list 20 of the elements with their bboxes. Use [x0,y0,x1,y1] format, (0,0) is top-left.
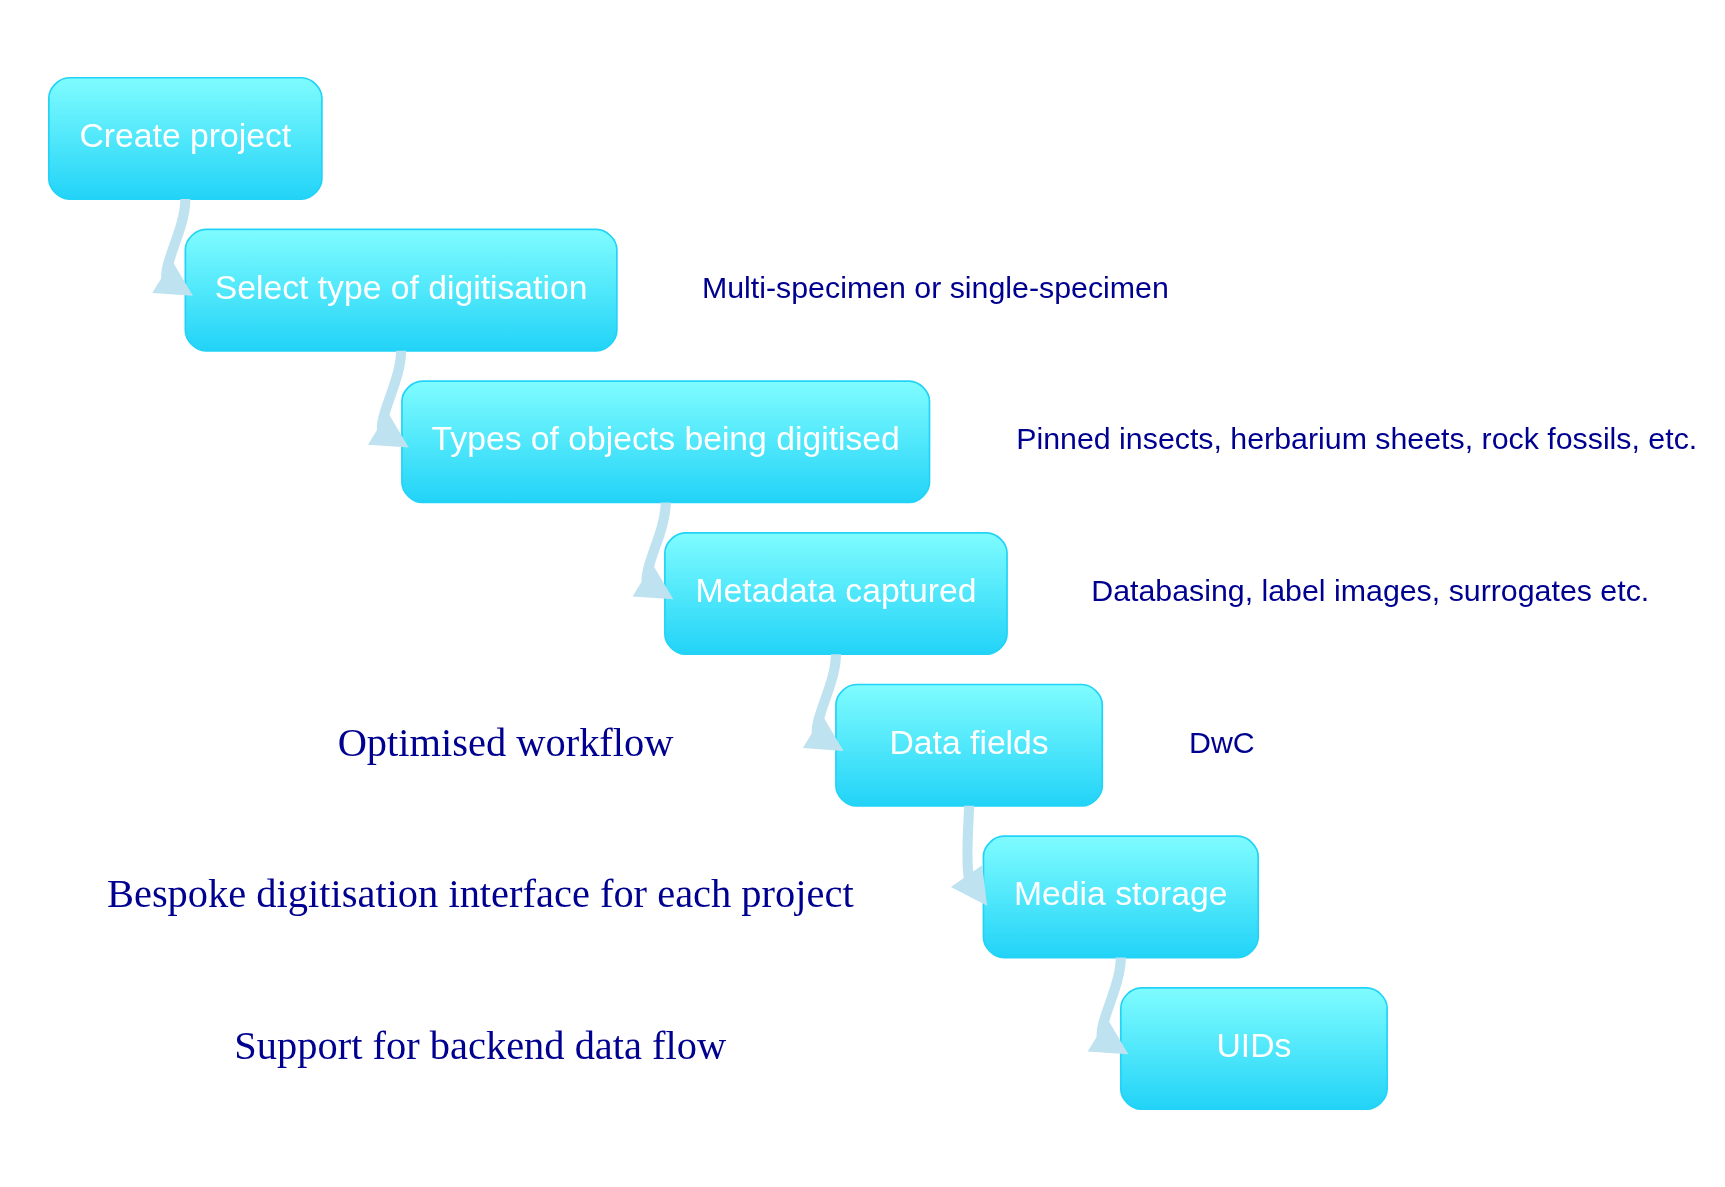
node-box: Select type of digitisation [184,228,618,352]
label: Bespoke digitisation interface for each project [106,871,854,917]
node-box: UIDs [1119,987,1388,1111]
node-box: Metadata captured [664,531,1008,656]
node-label: Databasing, label images, surrogates etc. [1091,573,1650,607]
arrow [367,350,409,448]
arrow [802,653,844,751]
node-label: Multi-specimen or single-specimen [701,270,1169,304]
label: Support for backend data flow [234,1023,727,1069]
node-box: Create project [48,76,323,200]
node-box: Types of objects being digitised [401,380,931,504]
node-label: Pinned insects, herbarium sheets, rock fossils, etc. [1016,422,1698,456]
node-box: Data fields [835,683,1104,807]
arrow [152,198,193,296]
node-label: DwC [1189,725,1255,759]
arrow [632,502,674,600]
label: Optimised workflow [337,719,674,765]
arrow [1087,957,1129,1055]
arrow [950,805,988,906]
node-box: Media storage [982,835,1259,959]
